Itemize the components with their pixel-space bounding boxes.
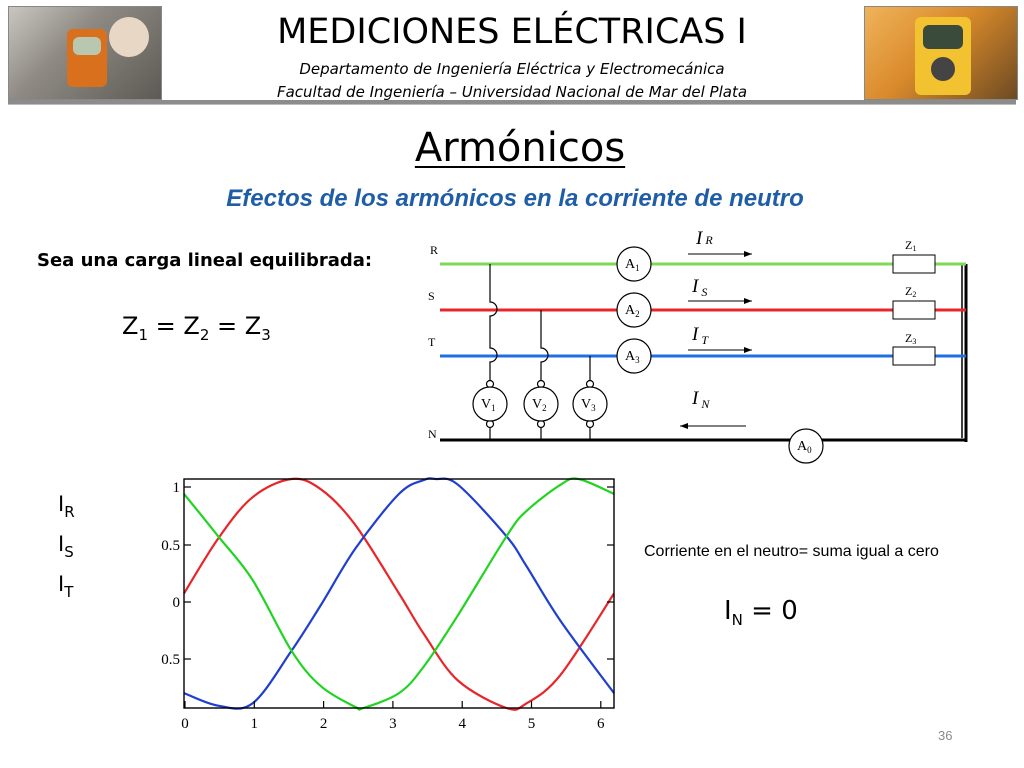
ammeter-a2: A2 <box>616 292 652 328</box>
svg-text:Z2: Z2 <box>905 284 916 299</box>
svg-text:IS: IS <box>691 276 707 299</box>
x-tick-label: 4 <box>458 716 466 732</box>
label-r: R <box>430 243 438 257</box>
header-divider <box>8 100 1016 105</box>
page-number: 36 <box>938 728 953 743</box>
series-line-3 <box>183 477 615 711</box>
svg-text:V1: V1 <box>481 397 496 413</box>
impedance-equation: Z1 = Z2 = Z3 <box>122 312 271 344</box>
legend-ir: IR <box>58 492 75 521</box>
y-tick-label: 1 <box>173 480 181 496</box>
series-line-2 <box>183 477 615 710</box>
chart-ticks: 0 1 2 3 4 5 6 1 0.5 0 0.5 <box>161 480 614 732</box>
svg-text:IN: IN <box>691 388 710 411</box>
course-title: MEDICIONES ELÉCTRICAS I <box>277 12 747 52</box>
x-tick-label: 6 <box>597 716 605 732</box>
svg-text:Z1: Z1 <box>905 238 916 253</box>
neutral-note: Corriente en el neutro= suma igual a cer… <box>644 543 939 560</box>
x-tick-label: 1 <box>251 716 259 732</box>
legend-it: IT <box>58 572 74 601</box>
x-tick-label: 0 <box>181 716 189 732</box>
impedance-z2: Z2 <box>892 284 936 320</box>
plot-frame <box>183 478 615 709</box>
svg-text:A2: A2 <box>625 303 640 319</box>
faculty-line: Facultad de Ingeniería – Universidad Nac… <box>276 83 748 101</box>
svg-text:A1: A1 <box>625 257 640 273</box>
multimeter-photo-left <box>8 6 162 100</box>
impedance-z1: Z1 <box>892 238 936 274</box>
svg-text:A3: A3 <box>625 349 640 365</box>
ammeter-a1: A1 <box>616 246 652 282</box>
svg-text:IT: IT <box>691 324 709 347</box>
voltmeter-v1: V1 <box>472 386 508 422</box>
svg-text:A0: A0 <box>797 439 812 455</box>
ammeter-a0: A0 <box>788 428 824 464</box>
y-tick-label: 0.5 <box>161 538 180 554</box>
x-tick-label: 3 <box>389 716 397 732</box>
ammeter-a3: A3 <box>616 338 652 374</box>
multimeter-photo-right <box>864 6 1018 100</box>
lead-text: Sea una carga lineal equilibrada: <box>37 250 373 271</box>
voltmeter-v2: V2 <box>523 386 559 422</box>
x-tick-label: 2 <box>320 716 328 732</box>
svg-text:V2: V2 <box>532 397 547 413</box>
series-line-1 <box>183 477 615 711</box>
y-tick-label: 0.5 <box>161 652 180 668</box>
svg-text:Z3: Z3 <box>905 331 916 346</box>
label-s: S <box>428 289 435 303</box>
impedance-z3: Z3 <box>892 331 936 366</box>
neutral-current-equation: IN = 0 <box>724 596 798 629</box>
slide-subtitle: Efectos de los armónicos en la corriente… <box>226 185 804 212</box>
svg-text:V3: V3 <box>581 397 596 413</box>
svg-text:IR: IR <box>695 228 713 249</box>
label-t: T <box>428 335 436 349</box>
chart-lines <box>183 477 615 711</box>
x-tick-label: 5 <box>528 716 536 732</box>
y-tick-label: 0 <box>173 595 181 611</box>
legend-is: IS <box>58 532 74 561</box>
department-line: Departamento de Ingeniería Eléctrica y E… <box>299 60 725 78</box>
slide-title: Armónicos <box>414 125 626 171</box>
voltmeter-v3: V3 <box>572 386 608 422</box>
label-n: N <box>428 427 437 441</box>
